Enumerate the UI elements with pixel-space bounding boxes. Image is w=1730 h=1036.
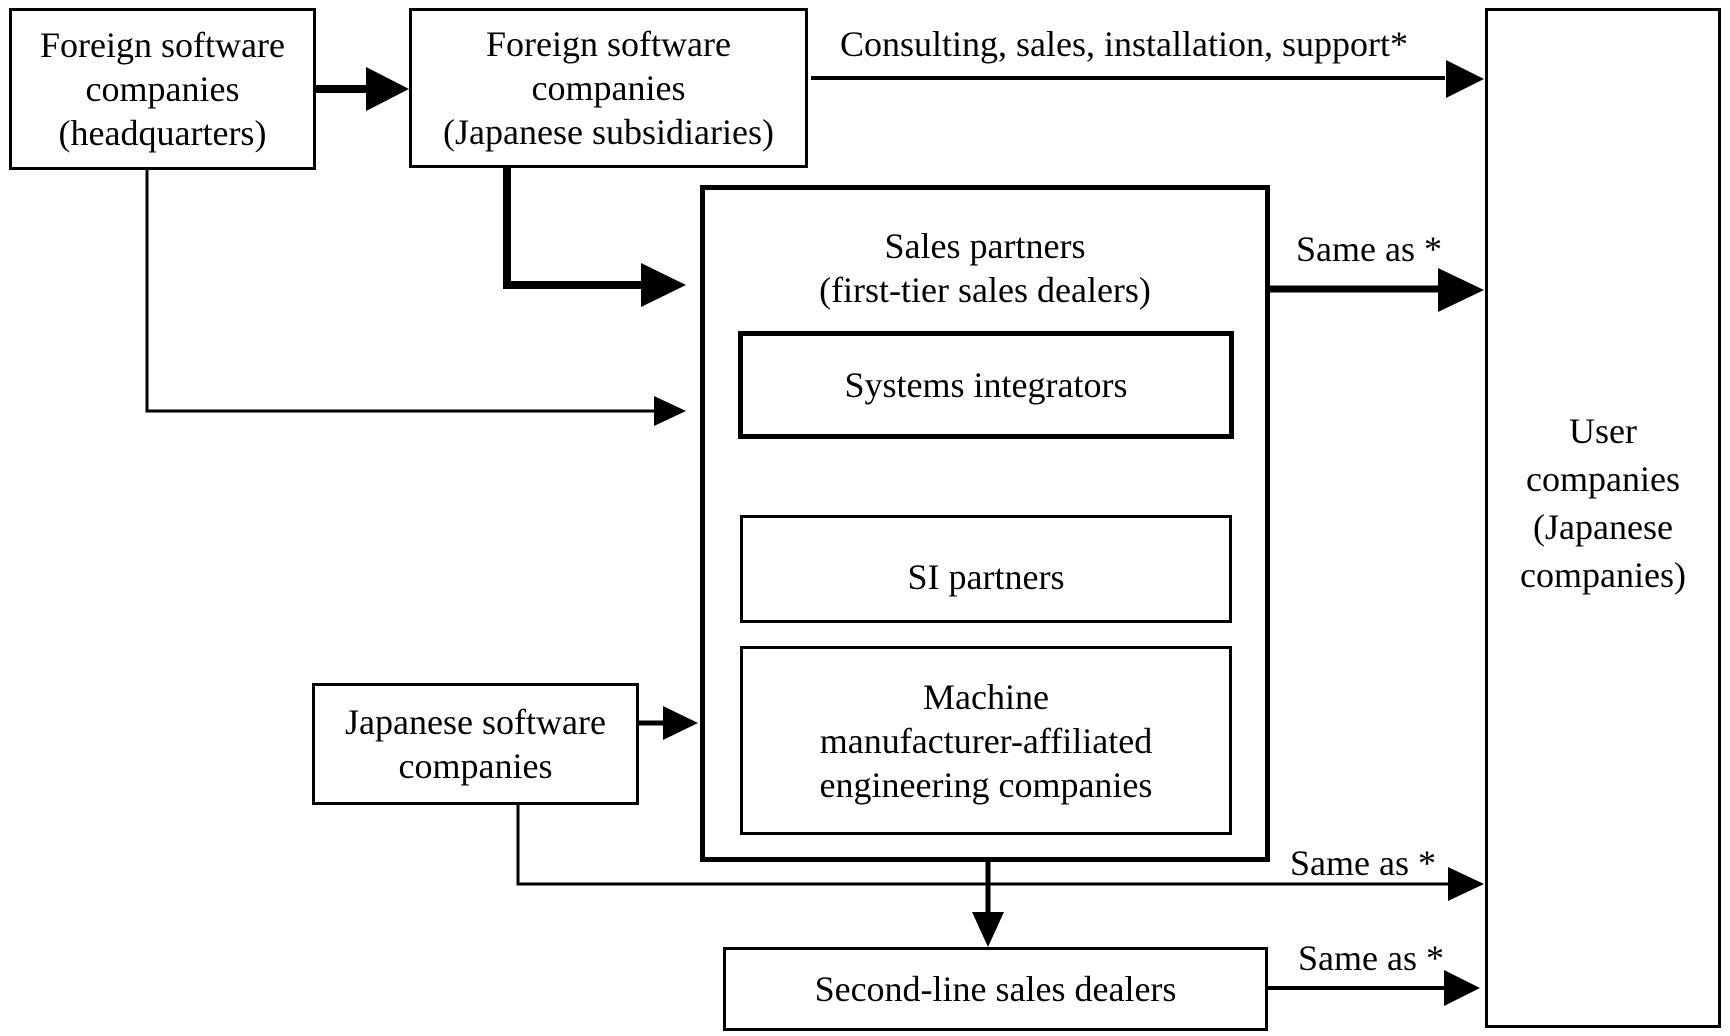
node-line: Second-line sales dealers	[814, 969, 1177, 1009]
edge-hq-to-subsidiary	[315, 67, 409, 111]
node-line: companies	[1526, 459, 1680, 499]
node-line: (Japanese subsidiaries)	[443, 112, 774, 152]
node-line: (headquarters)	[58, 113, 267, 153]
edge-subsidiary-to-sales	[503, 167, 686, 307]
node-foreign-hq: Foreign software companies (headquarters…	[9, 8, 316, 170]
edge-label-same-as-japanese: Same as *	[1290, 843, 1436, 883]
node-line: companies	[398, 746, 553, 786]
node-line: Sales partners	[884, 226, 1086, 266]
edge-hq-to-sales	[145, 170, 686, 426]
node-systems-integrators: Systems integrators	[738, 331, 1234, 439]
edge-japanese-to-sales	[638, 706, 698, 740]
node-japanese-software: Japanese software companies	[312, 683, 639, 805]
node-line: manufacturer-affiliated	[819, 720, 1153, 761]
node-second-line-dealers: Second-line sales dealers	[723, 947, 1268, 1031]
node-line: SI partners	[907, 557, 1065, 597]
node-line: engineering companies	[819, 764, 1153, 805]
node-line: Machine	[923, 676, 1049, 717]
node-line: companies)	[1520, 555, 1686, 595]
edge-label-same-as-sales: Same as *	[1296, 229, 1442, 269]
edge-second-line-to-user	[1267, 970, 1480, 1006]
node-line: (Japanese	[1533, 507, 1673, 547]
node-si-partners: SI partners	[740, 515, 1232, 623]
edge-japanese-to-user	[516, 804, 1484, 901]
node-line: companies	[531, 68, 686, 108]
node-line: Foreign software	[486, 24, 731, 64]
edge-sales-to-second-line	[972, 861, 1004, 947]
node-line: (first-tier sales dealers)	[819, 270, 1151, 310]
node-line: Systems integrators	[844, 365, 1128, 405]
node-user-companies: User companies (Japanese companies)	[1485, 8, 1721, 1028]
node-line: User	[1569, 411, 1637, 451]
node-machine-engineering: Machine manufacturer-affiliated engineer…	[740, 646, 1232, 835]
edge-label-same-as-second-line: Same as *	[1298, 938, 1444, 978]
node-line: Foreign software	[40, 25, 285, 65]
node-foreign-subsidiaries: Foreign software companies (Japanese sub…	[409, 8, 808, 168]
node-line: Japanese software	[345, 702, 606, 742]
edge-subsidiary-to-user	[811, 60, 1484, 98]
node-line: companies	[85, 69, 240, 109]
edge-sales-to-user	[1268, 268, 1484, 312]
edge-label-consulting: Consulting, sales, installation, support…	[840, 24, 1408, 64]
